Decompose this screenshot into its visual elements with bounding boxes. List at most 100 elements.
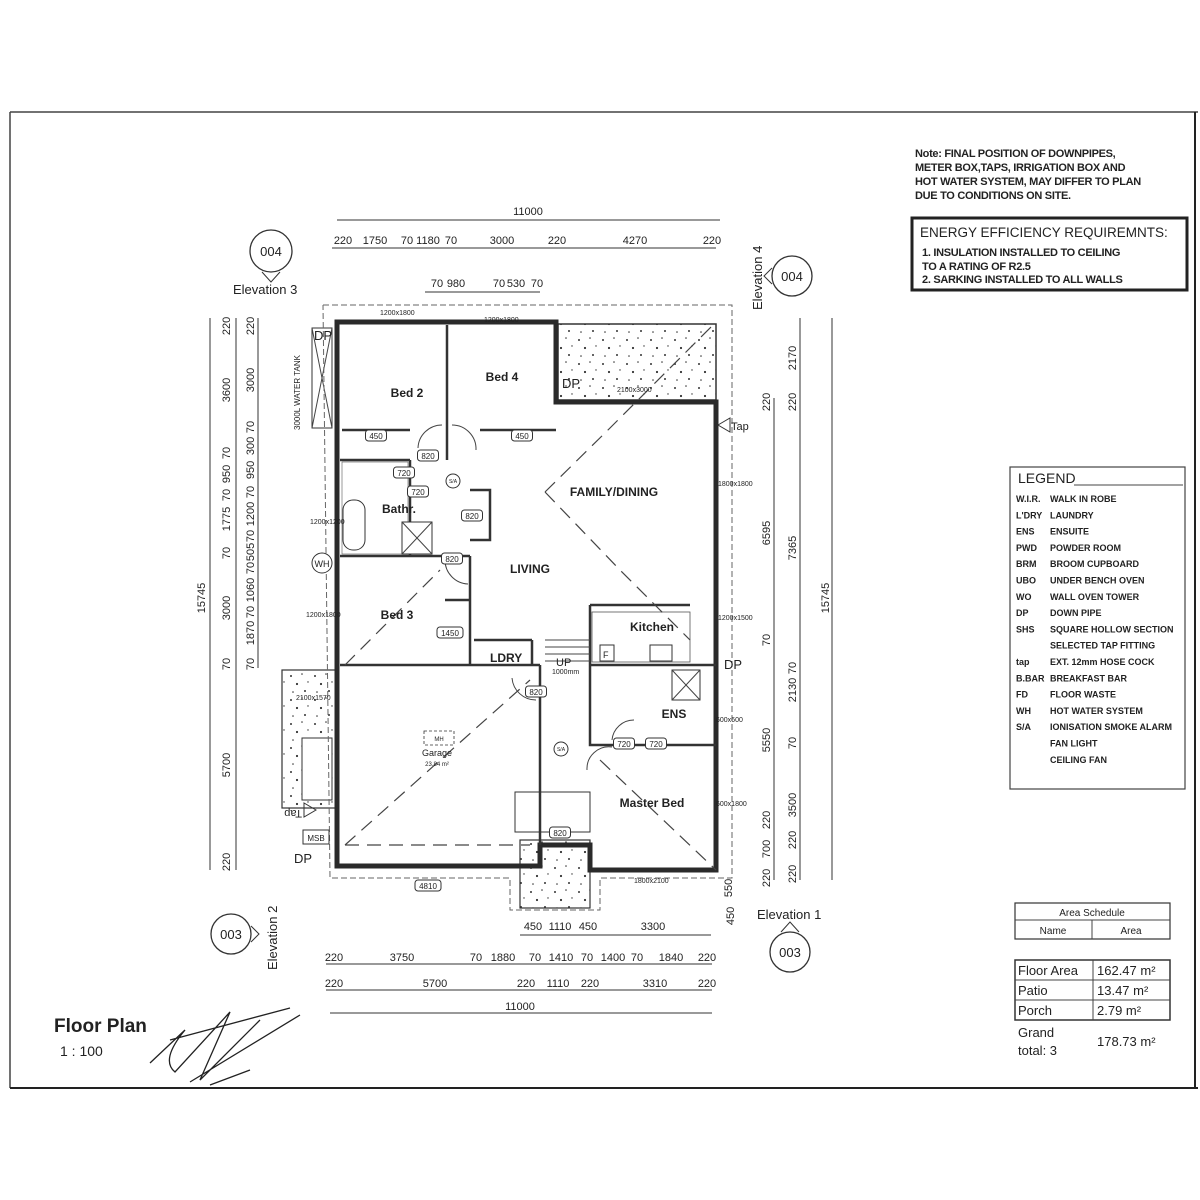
door-tag: [461, 509, 483, 522]
stairs: [545, 639, 590, 662]
dimension-value: 1180: [416, 235, 440, 247]
legend-description: LAUNDRY: [1050, 510, 1094, 520]
downpipe-label: DP: [562, 376, 580, 391]
dimension-value: 70: [431, 278, 443, 290]
dimension-value: 5550: [761, 728, 773, 752]
smoke-alarm-label: S/A: [449, 479, 458, 485]
legend-description: UNDER BENCH OVEN: [1050, 576, 1145, 586]
dimension-value: 6595: [761, 521, 773, 545]
door-tag: [511, 429, 533, 442]
door-tag: [393, 466, 415, 479]
dimension-value: 70: [529, 952, 541, 964]
elevation-label: Elevation 1: [757, 907, 821, 922]
downpipe-label: DP: [314, 328, 332, 343]
elevation-id: 003: [779, 945, 801, 960]
hot-water-system-icon: [311, 552, 333, 574]
door-size: 720: [649, 740, 663, 749]
dimension-value: 3750: [390, 952, 414, 964]
area-row-name: Patio: [1018, 983, 1048, 998]
room-kitchen: Kitchen: [630, 620, 674, 634]
door-size: 820: [553, 829, 567, 838]
dimension-value: 11000: [513, 206, 543, 218]
dimension-value: 70: [245, 486, 257, 498]
window-labels: 1200x1800 1200x1800 2100x3000 1800x1800 …: [296, 310, 753, 885]
sheet-border: [9, 111, 1198, 1089]
dimension-value: 450: [579, 921, 597, 933]
legend-description: IONISATION SMOKE ALARM: [1050, 722, 1172, 732]
window-size: 1800x2100: [634, 878, 669, 885]
energy-line: 1. INSULATION INSTALLED TO CEILING: [922, 247, 1120, 259]
area-row-name: Porch: [1018, 1003, 1052, 1018]
room-laundry: LDRY: [490, 651, 522, 665]
dimension-value: 70: [761, 634, 773, 646]
dimension-value: 3300: [641, 921, 665, 933]
drawing-scale: 1 : 100: [60, 1043, 103, 1059]
legend-code: PWD: [1016, 543, 1037, 553]
dimension-value: 70: [787, 737, 799, 749]
bath-tub: [342, 499, 366, 551]
dimension-value: 220: [703, 235, 721, 247]
dimension-value: 220: [698, 952, 716, 964]
legend-code: S/A: [1016, 722, 1032, 732]
dimension-value: 11000: [505, 1001, 535, 1013]
tap-label: Tap: [731, 421, 749, 433]
dimension-value: 3600: [221, 378, 233, 402]
downpipe-label: DP: [294, 851, 312, 866]
elevation-id: 004: [781, 269, 803, 284]
door-tag: [549, 826, 571, 839]
dimension-value: 980: [447, 278, 465, 290]
dimension-value: 70: [245, 530, 257, 542]
legend-code: B.BAR: [1016, 673, 1045, 683]
kitchen-bench: [591, 611, 691, 663]
dimension-value: 450: [725, 907, 737, 925]
dimension-value: 550: [723, 879, 735, 897]
dimension-value: 3000: [221, 596, 233, 620]
legend-description: SQUARE HOLLOW SECTION: [1050, 624, 1174, 634]
room-master-bed: Master Bed: [620, 796, 685, 810]
dimension-value: 1400: [601, 952, 625, 964]
legend-description: BROOM CUPBOARD: [1050, 559, 1139, 569]
dimension-value: 220: [245, 317, 257, 335]
door-size: 720: [397, 469, 411, 478]
room-bed-4: Bed 4: [486, 370, 519, 384]
elevation-label: Elevation 2: [265, 906, 280, 970]
elevation-marker-2: 003 Elevation 2: [210, 906, 280, 970]
dimension-value: 2170: [787, 346, 799, 370]
window-size: 2100x3000: [617, 387, 652, 394]
door-size: 720: [411, 488, 425, 497]
dimension-value: 3000: [490, 235, 514, 247]
dimension-value: 3000: [245, 368, 257, 392]
bathroom-tiles: [341, 461, 409, 555]
door-size: 820: [445, 555, 459, 564]
ceiling-lines: [344, 321, 717, 871]
legend-description: HOT WATER SYSTEM: [1050, 706, 1143, 716]
dimension-value: 220: [761, 811, 773, 829]
room-garage: Garage: [422, 748, 452, 758]
legend-description: ENSUITE: [1050, 527, 1089, 537]
elevation-marker-4: 004 Elevation 4: [750, 246, 813, 310]
room-labels: Bed 2 Bed 4 Bed 3 Bathr. FAMILY/DINING L…: [381, 370, 687, 810]
tap-icon: [303, 802, 317, 818]
door-tag: [436, 626, 464, 639]
dimension-value: 1840: [659, 952, 683, 964]
energy-line: TO A RATING OF R2.5: [922, 261, 1031, 273]
dimension-value: 15745: [820, 583, 832, 614]
dimension-value: 70: [221, 547, 233, 559]
dimension-value: 1750: [363, 235, 387, 247]
roof-outline: [322, 304, 733, 911]
window-size: 1200x1500: [718, 615, 753, 622]
area-header-name: Name: [1040, 926, 1067, 937]
dimension-value: 1060: [245, 578, 257, 602]
legend-description: EXT. 12mm HOSE COCK: [1050, 657, 1155, 667]
elevation-id: 003: [220, 927, 242, 942]
dimension-value: 1880: [491, 952, 515, 964]
door-tag: [414, 879, 442, 892]
dimension-value: 1110: [547, 978, 570, 990]
door-size: 1450: [441, 629, 459, 638]
dimension-value: 70: [445, 235, 457, 247]
door-size: 720: [617, 740, 631, 749]
dimension-value: 220: [221, 853, 233, 871]
energy-title: ENERGY EFFICIENCY REQUIREMNTS:: [920, 225, 1168, 240]
